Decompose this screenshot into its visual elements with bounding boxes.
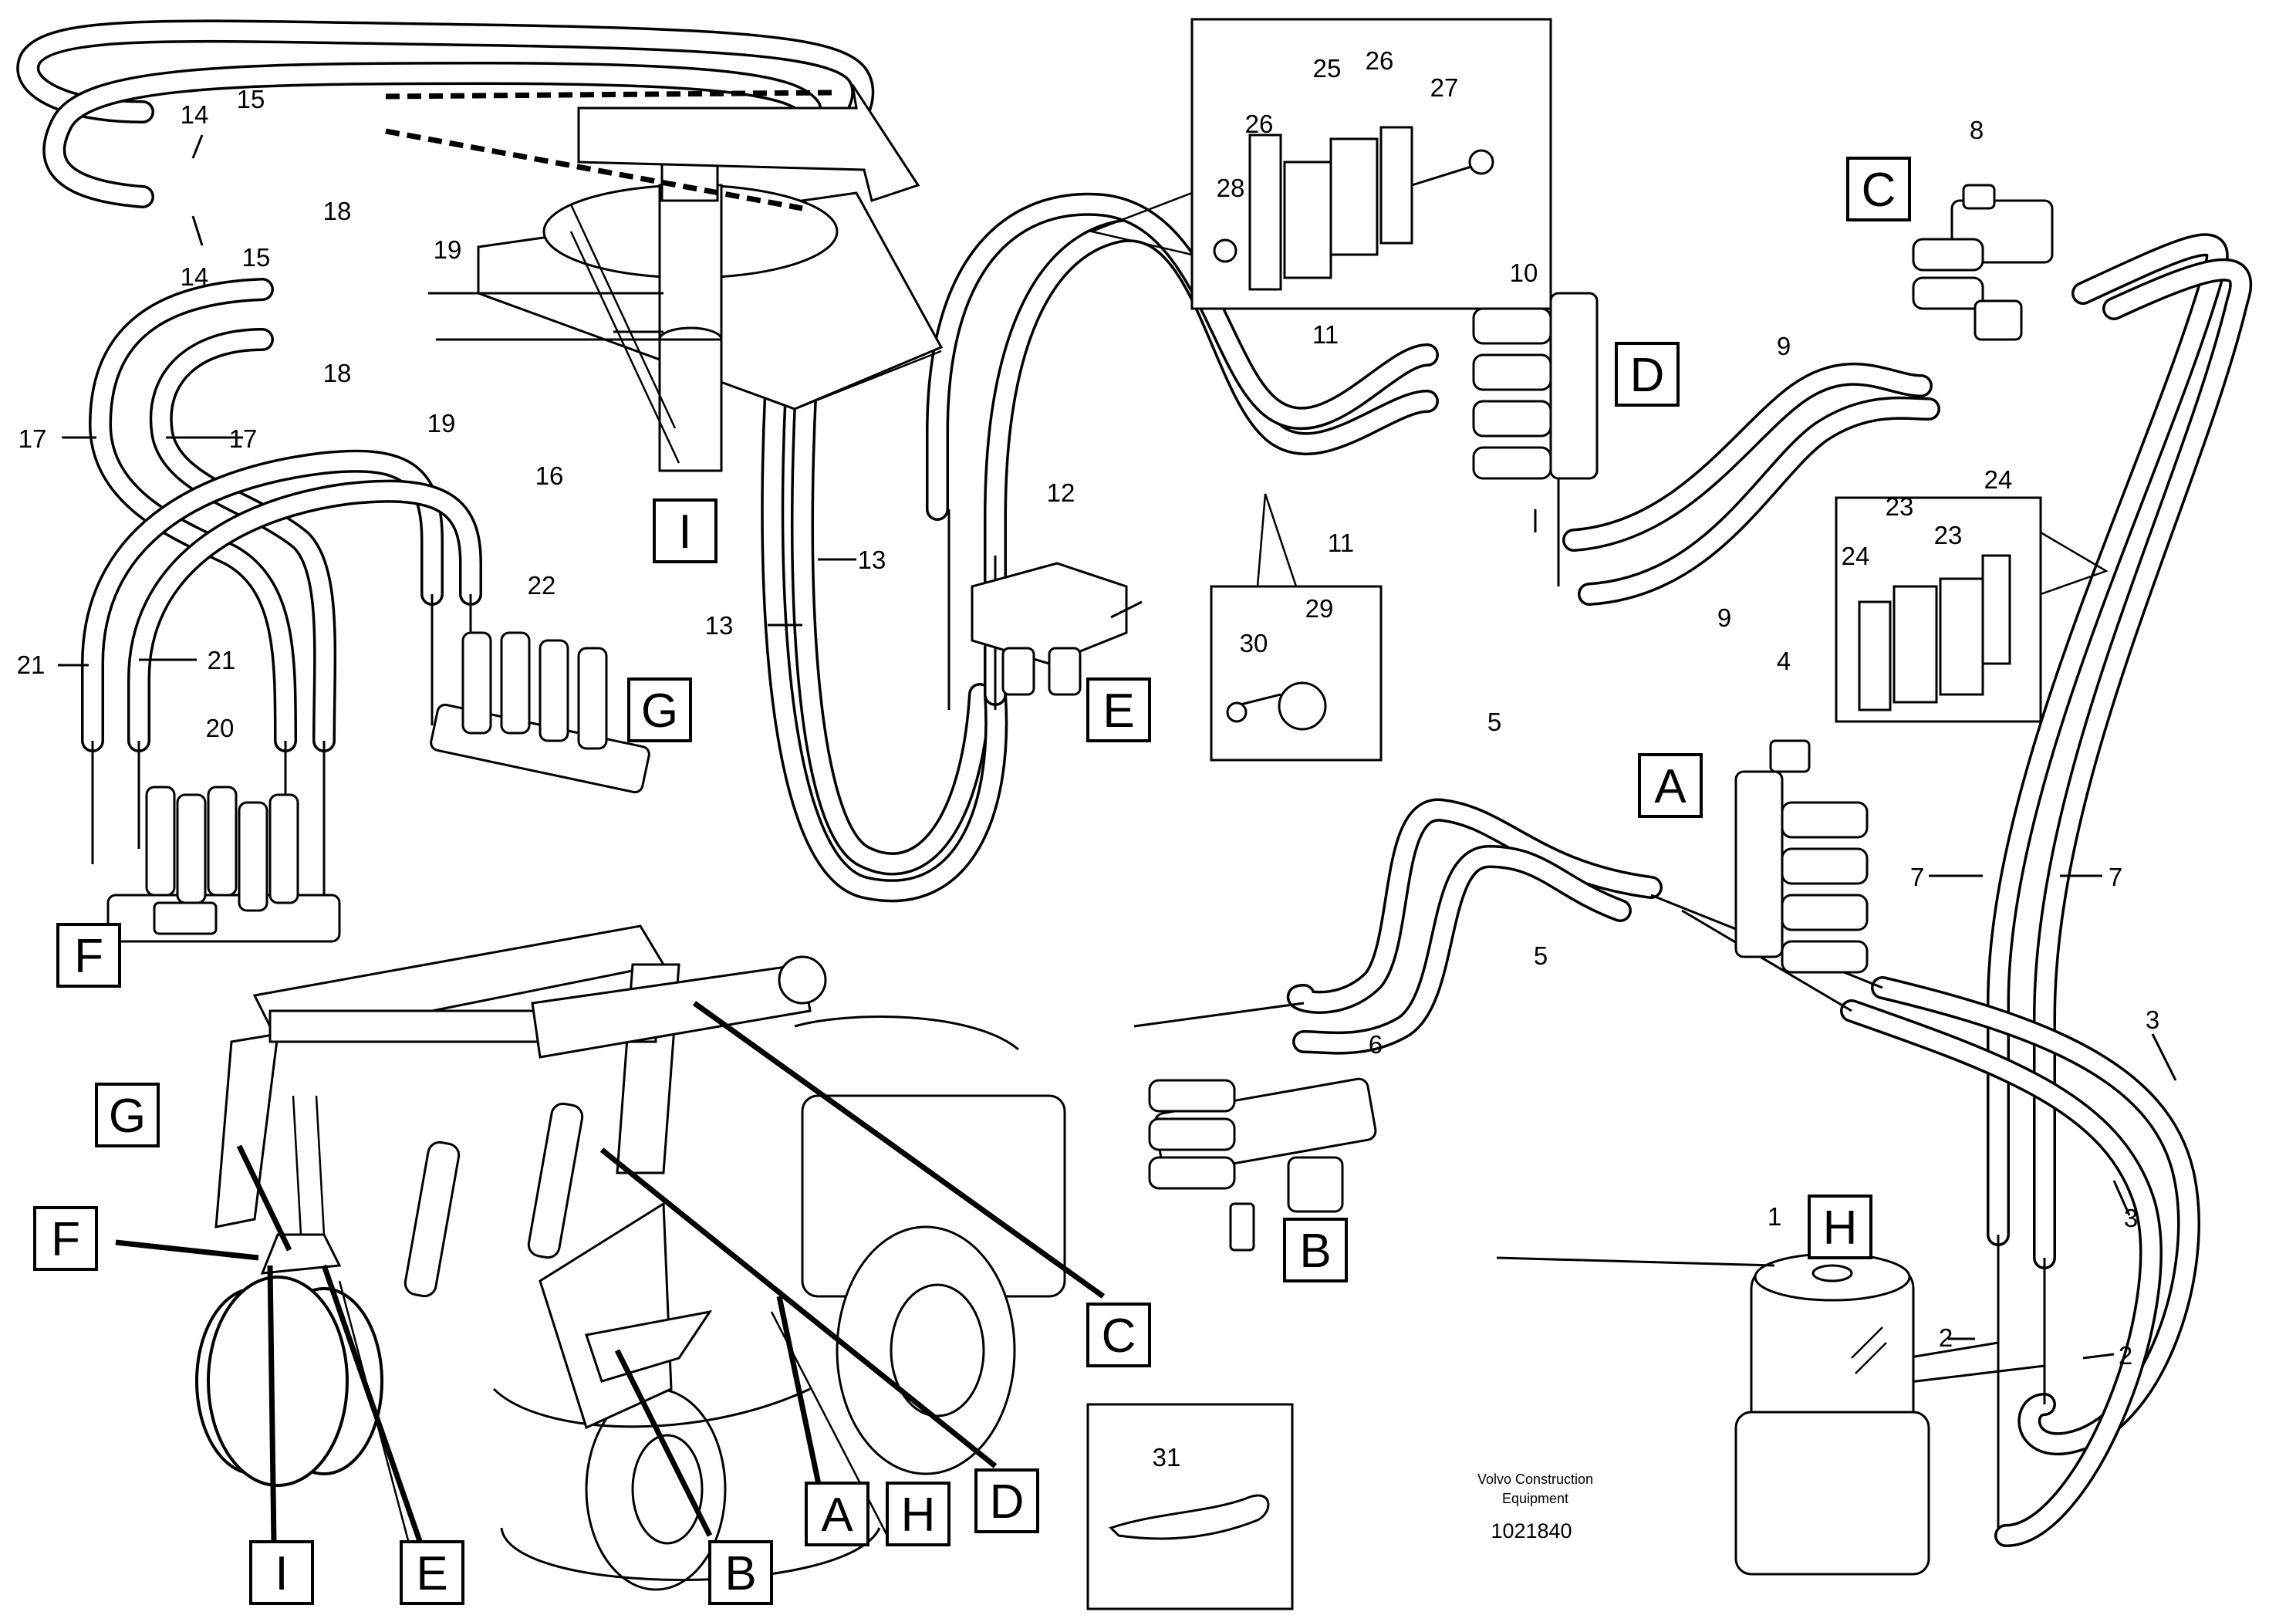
detail-23-24 [1835,496,2109,723]
section-f-label: F [74,930,103,983]
part-26: 26 [1366,46,1394,75]
part-17: 17 [229,424,258,453]
part-15: 15 [237,85,265,113]
part-13: 13 [858,546,886,574]
lube-reservoir [1734,1252,1930,1576]
machine-c-label: C [1102,1309,1136,1363]
part-30: 30 [1240,629,1268,657]
hose-loop-upper [16,19,875,208]
section-a-label: A [1654,760,1687,813]
part-15: 15 [242,243,271,272]
part-14: 14 [181,262,209,291]
block-12 [971,562,1143,696]
block-6 [1148,1077,1377,1252]
part-18: 18 [323,197,352,225]
part-7: 7 [1910,863,1924,891]
detail-25-28 [1088,18,1552,310]
part-2: 2 [2119,1341,2132,1370]
part-19: 19 [427,409,456,438]
part-24: 24 [1842,542,1870,570]
hose-13 [761,192,1439,903]
section-g-label: G [641,684,678,738]
part-2: 2 [1939,1323,1953,1352]
part-17: 17 [19,424,47,453]
part-21: 21 [208,646,236,674]
hose-17-21 [81,278,482,752]
part-9: 9 [1717,603,1731,632]
detail-29-30 [1210,493,1383,762]
part-29: 29 [1305,594,1334,623]
section-b-label: B [1299,1225,1331,1278]
part-6: 6 [1369,1030,1383,1059]
section-e-label: E [1102,684,1134,738]
part-23: 23 [1886,492,1914,521]
part-3: 3 [2124,1204,2138,1232]
block-10 [1472,292,1599,480]
part-14: 14 [181,100,209,129]
section-labels: A B C D E F G H I [56,157,1911,1282]
machine-d-label: D [990,1475,1025,1529]
block-8 [1912,184,2054,341]
part-1: 1 [1768,1202,1781,1231]
detail-31 [1086,1403,1294,1610]
part-16: 16 [535,461,564,490]
footer: Volvo Construction Equipment 1021840 [1477,1472,1593,1543]
part-3: 3 [2146,1005,2159,1034]
machine-a-label: A [821,1489,853,1542]
part-8: 8 [1970,116,1984,144]
part-12: 12 [1047,478,1075,507]
block-20 [106,786,341,943]
machine-location-labels: A B C D E F G H I [33,1083,1151,1605]
part-11: 11 [1312,320,1339,349]
section-h-label: H [1823,1201,1858,1255]
part-19: 19 [434,235,462,264]
part-7: 7 [2109,863,2122,891]
machine-h-label: H [901,1489,936,1542]
company-name-line2: Equipment [1502,1491,1568,1506]
loader-machine [195,924,1066,1591]
part-31: 31 [1153,1443,1181,1472]
part-11: 11 [1328,529,1354,557]
part-4: 4 [1777,647,1791,675]
hose-9 [1562,362,1940,606]
part-9: 9 [1777,332,1791,360]
part-18: 18 [323,359,352,387]
section-c-label: C [1862,164,1896,217]
part-28: 28 [1217,174,1245,202]
hose-7 [1987,233,2253,1269]
block-22 [430,631,650,794]
part-20: 20 [206,714,235,742]
machine-g-label: G [109,1090,146,1143]
part-13: 13 [705,611,734,640]
document-number: 1021840 [1491,1519,1572,1543]
machine-b-label: B [724,1547,756,1600]
part-5: 5 [1487,708,1501,736]
hose-3 [1840,976,2200,1547]
hose-5 [1286,798,1663,1055]
part-22: 22 [528,571,556,600]
part-5: 5 [1534,941,1548,970]
part-23: 23 [1934,521,1963,549]
part-10: 10 [1510,259,1538,287]
company-name: Volvo Construction [1477,1472,1593,1487]
machine-f-label: F [51,1213,80,1266]
section-d-label: D [1630,349,1665,402]
part-26: 26 [1245,110,1274,138]
section-i-label: I [678,505,691,559]
block-4 [1734,739,1869,974]
part-number-labels: 1 2 2 3 3 4 5 5 6 7 7 8 9 9 10 11 11 12 … [17,46,2160,1472]
part-24: 24 [1984,465,2013,494]
mast-assembly [385,84,944,472]
part-25: 25 [1313,54,1342,83]
part-27: 27 [1430,73,1459,102]
part-leaders [58,134,2177,1360]
machine-i-label: I [275,1547,288,1600]
part-21: 21 [17,650,46,679]
machine-e-label: E [416,1547,447,1600]
